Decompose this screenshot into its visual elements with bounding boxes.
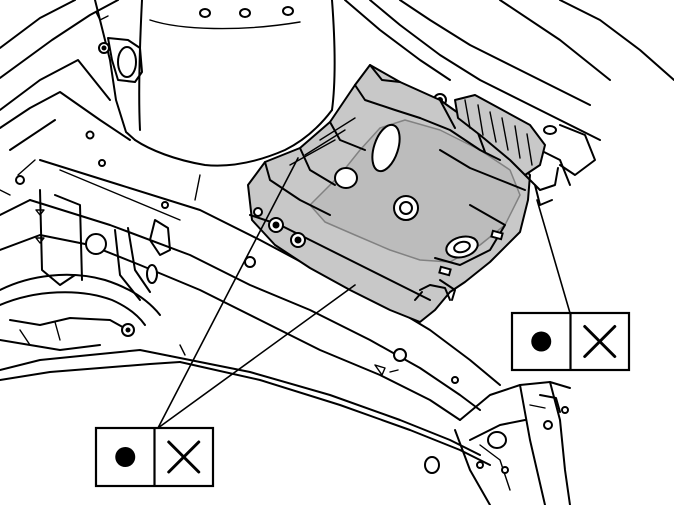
cross-icon — [167, 440, 201, 474]
panel-ribbed-flange — [454, 94, 559, 206]
leader-left-to-lower — [157, 284, 356, 429]
filled-circle-icon — [115, 447, 136, 467]
symbol-box-right — [510, 311, 631, 372]
symbol-box-left — [94, 426, 215, 488]
cross-icon — [583, 325, 617, 358]
panel-round-hole-left — [334, 167, 358, 189]
symbol-boxes — [94, 311, 631, 488]
highlighted-reinforcement-panel — [247, 64, 559, 323]
leader-lines — [157, 157, 571, 429]
leader-left-to-upper — [157, 157, 299, 429]
leader-right-to-flange — [536, 199, 571, 314]
filled-circle-icon — [531, 331, 552, 352]
panel-inner-plate — [309, 119, 521, 263]
panel-oval-hole-upper — [371, 123, 401, 173]
